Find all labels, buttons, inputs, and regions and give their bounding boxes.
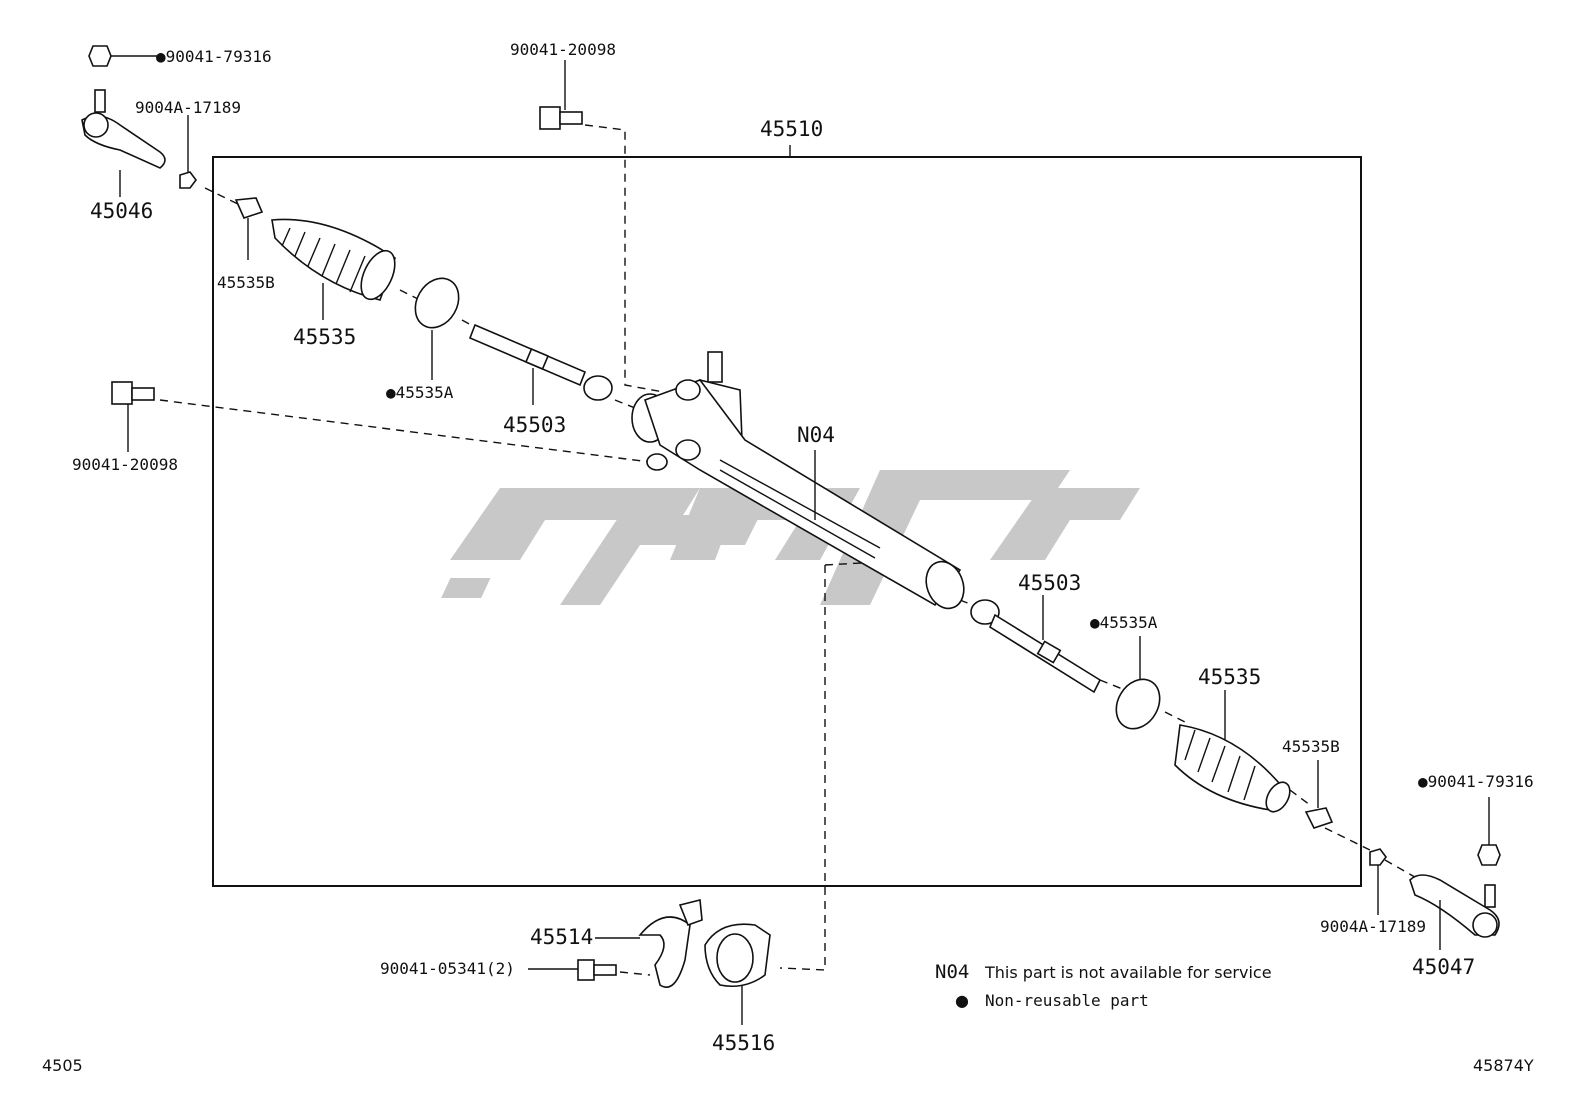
lock-nut-right bbox=[1369, 848, 1387, 866]
callout-clip-right: 45535B bbox=[1282, 737, 1340, 756]
gear-housing bbox=[631, 351, 965, 610]
callout-bolt-top: 90041-20098 bbox=[510, 40, 616, 59]
callout-lock-nut-right: 9004A-17189 bbox=[1320, 917, 1426, 936]
callout-rack-end-left: 45503 bbox=[503, 413, 566, 437]
clamp-left bbox=[414, 277, 460, 329]
assembly-frame bbox=[212, 156, 1362, 887]
boot-left bbox=[271, 218, 396, 301]
tie-rod-end-right bbox=[1409, 844, 1501, 938]
callout-clamp-left: ●45535A bbox=[386, 383, 454, 402]
legend: N04 This part is not available for servi… bbox=[935, 961, 1272, 1010]
footer-left-code: 4505 bbox=[42, 1056, 83, 1075]
callout-tie-rod-end-right: 45047 bbox=[1412, 955, 1475, 979]
clip-left bbox=[234, 197, 264, 219]
callout-gear-housing: N04 bbox=[797, 423, 835, 447]
bolt-top bbox=[539, 106, 583, 130]
callout-bracket: 45514 bbox=[530, 925, 593, 949]
callout-bushing: 45516 bbox=[712, 1031, 775, 1055]
lock-nut-left bbox=[179, 171, 197, 189]
callout-tie-rod-end-left: 45046 bbox=[90, 199, 153, 223]
bracket bbox=[638, 898, 703, 988]
callout-nut-right: ●90041-79316 bbox=[1418, 772, 1534, 791]
clip-right bbox=[1304, 807, 1334, 829]
clamp-right bbox=[1115, 678, 1161, 730]
callout-bracket-bolt: 90041-05341(2) bbox=[380, 959, 515, 978]
bracket-bolt bbox=[577, 959, 617, 981]
legend-dot-text: Non-reusable part bbox=[985, 991, 1149, 1010]
callout-nut-left: ●90041-79316 bbox=[156, 47, 272, 66]
callout-lock-nut-left: 9004A-17189 bbox=[135, 98, 241, 117]
legend-n04-code: N04 bbox=[935, 961, 969, 983]
rack-end-left bbox=[468, 323, 613, 401]
callout-boot-left: 45535 bbox=[293, 325, 356, 349]
legend-dot-symbol: ● bbox=[955, 991, 969, 1010]
bolt-left bbox=[111, 381, 155, 405]
assembly-label: 45510 bbox=[760, 117, 823, 141]
callout-bolt-left: 90041-20098 bbox=[72, 455, 178, 474]
callout-clip-left: 45535B bbox=[217, 273, 275, 292]
boot-right bbox=[1174, 724, 1291, 813]
callout-clamp-right: ●45535A bbox=[1090, 613, 1158, 632]
callout-boot-right: 45535 bbox=[1198, 665, 1261, 689]
tie-rod-end-left bbox=[81, 45, 166, 169]
legend-n04-text: This part is not available for service bbox=[984, 963, 1272, 982]
rack-end-right bbox=[970, 599, 1102, 694]
footer-right-code: 45874Y bbox=[1473, 1056, 1534, 1075]
callout-rack-end-right: 45503 bbox=[1018, 571, 1081, 595]
bushing bbox=[704, 923, 771, 988]
